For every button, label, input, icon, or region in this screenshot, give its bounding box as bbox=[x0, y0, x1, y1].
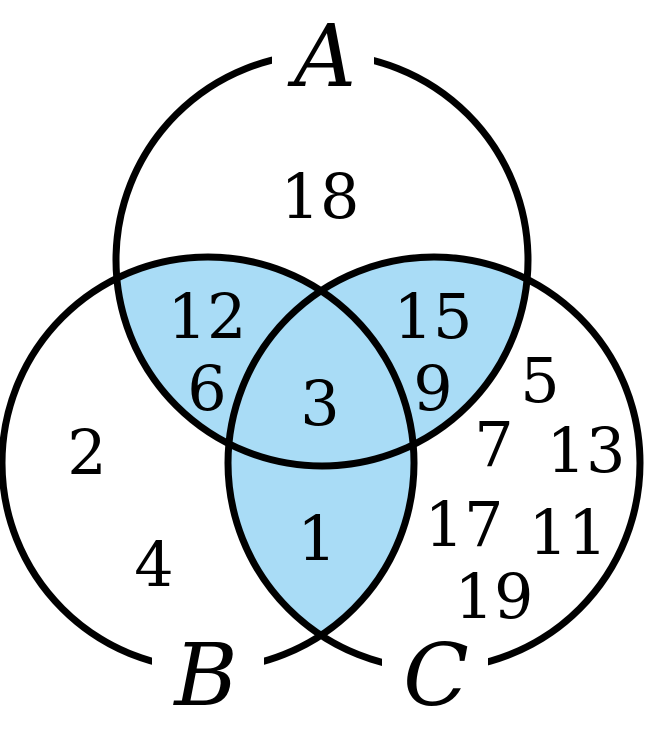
region-b-c-element: 1 bbox=[297, 502, 336, 575]
region-a-b-c-element: 3 bbox=[300, 367, 339, 440]
region-a-only-element: 18 bbox=[281, 160, 360, 233]
region-a-c-element: 15 bbox=[394, 280, 473, 353]
label-b-gap bbox=[152, 632, 264, 739]
label-a-gap bbox=[272, 6, 374, 102]
region-c-only-element: 19 bbox=[455, 560, 534, 633]
region-a-c-element: 9 bbox=[413, 352, 452, 425]
region-c-only-element: 13 bbox=[547, 414, 626, 487]
region-a-b-element: 6 bbox=[187, 352, 226, 425]
label-c-gap bbox=[382, 632, 488, 739]
region-c-only-element: 7 bbox=[474, 408, 513, 481]
set-b-label: B bbox=[172, 626, 237, 726]
region-a-b-element: 12 bbox=[168, 280, 247, 353]
region-c-only-element: 17 bbox=[425, 488, 504, 561]
region-c-only-element: 5 bbox=[520, 344, 559, 417]
set-a-label: A bbox=[287, 7, 356, 107]
shade-b-c-fill bbox=[228, 257, 414, 669]
region-b-only-element: 2 bbox=[67, 416, 106, 489]
set-c-label: C bbox=[403, 626, 469, 726]
shade-b-c bbox=[228, 257, 414, 669]
region-c-only-element: 11 bbox=[529, 496, 608, 569]
region-b-only-element: 4 bbox=[134, 528, 173, 601]
